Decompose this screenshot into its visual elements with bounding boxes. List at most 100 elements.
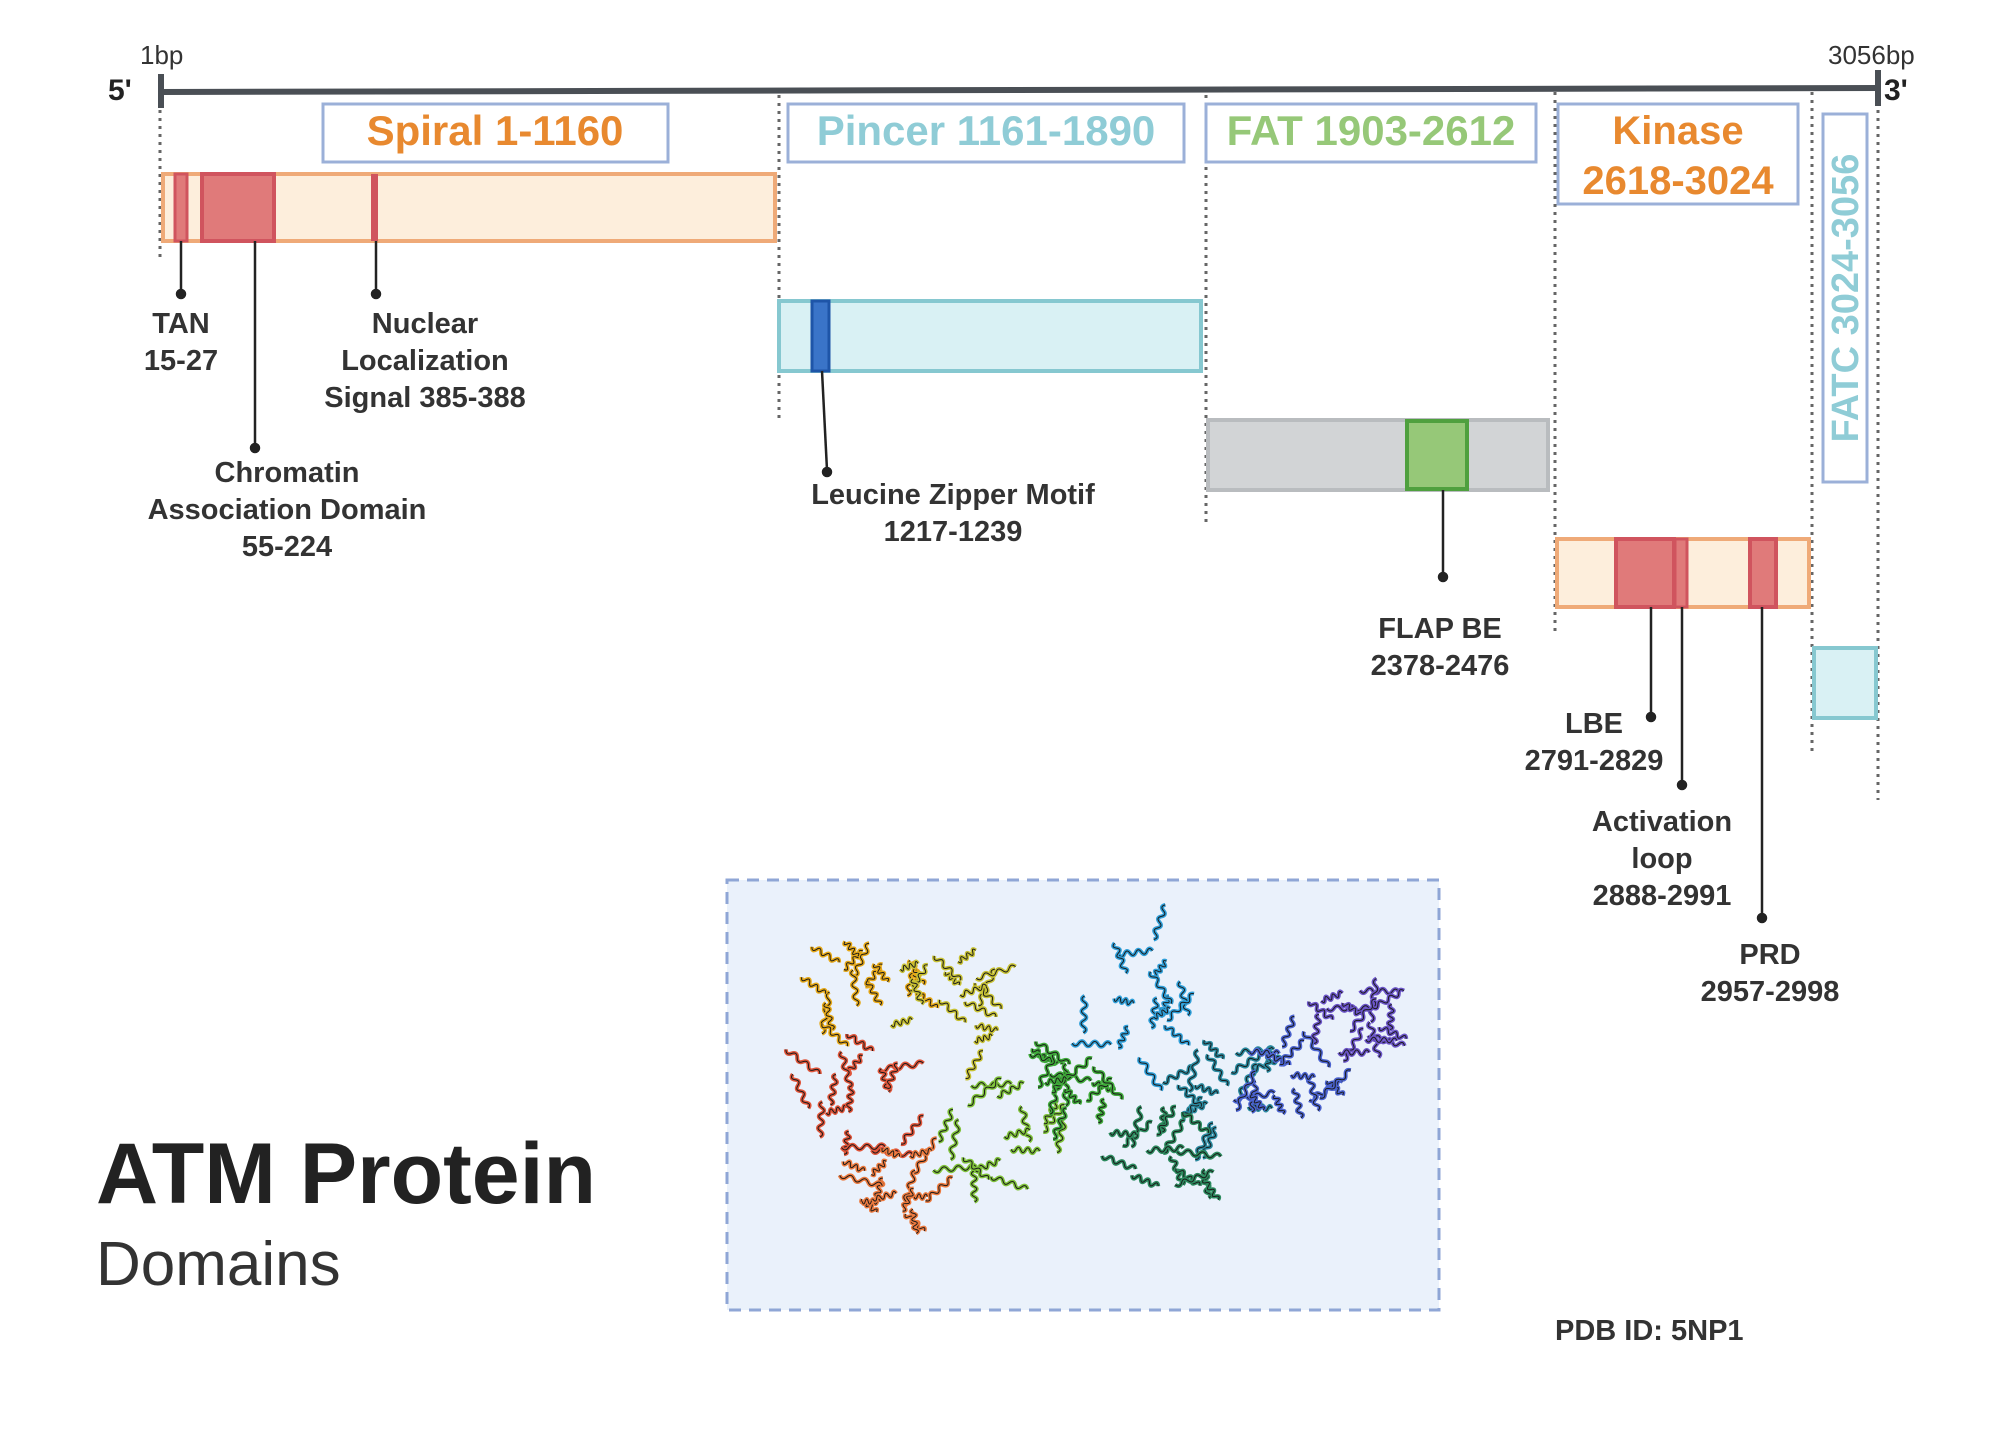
structure-helix (811, 946, 840, 963)
leader-dot (1437, 571, 1449, 583)
leucine-label-line-2: 1217-1239 (884, 516, 1023, 548)
structure-helix (1044, 1076, 1067, 1086)
structure-helix (1053, 1107, 1067, 1140)
structure-helix (1182, 1112, 1209, 1134)
structure-helix (1272, 1095, 1286, 1115)
title-block: ATM Protein Domains (96, 1126, 596, 1299)
structure-helix (957, 948, 977, 964)
fat-header-box (1204, 102, 1538, 164)
structure-helix (1149, 997, 1159, 1029)
structure-helix (823, 1002, 835, 1031)
chromatin-motif (200, 172, 276, 243)
structure-helix (910, 1208, 919, 1234)
structure-helix (887, 1062, 898, 1089)
prd-label-line-2: 2957-2998 (1701, 976, 1840, 1008)
structure-helix (890, 1017, 913, 1028)
structure-helix (1049, 1072, 1092, 1083)
spiral-header-box (321, 102, 670, 164)
structure-helix (925, 1176, 953, 1202)
structure-helix (900, 961, 919, 972)
structure-helix (933, 1164, 977, 1173)
chromatin-label-line-3: 55-224 (242, 531, 332, 563)
structure-helix (1365, 1036, 1398, 1044)
structure-helix (1307, 1077, 1321, 1111)
structure-helix (825, 1105, 847, 1116)
activation-label-line-3: 2888-2991 (1593, 880, 1732, 912)
structure-helix (1004, 1127, 1031, 1139)
sequence-axis: 5' 1bp 3056bp 3' (108, 40, 1915, 108)
leader-dot (370, 288, 382, 300)
structure-helix (865, 980, 883, 1006)
fat-bar (1206, 418, 1550, 492)
structure-helix (1146, 1145, 1184, 1154)
structure-helix (990, 1176, 1028, 1190)
structure-helix (1235, 1070, 1256, 1111)
structure-helix (1279, 1039, 1305, 1066)
page-subtitle: Domains (96, 1230, 341, 1299)
structure-helix (1131, 1175, 1159, 1187)
structure-helix (1387, 1004, 1395, 1031)
axis-start-label: 1bp (140, 40, 183, 70)
structure-helix (938, 999, 966, 1023)
structure-helix (1138, 1057, 1163, 1091)
structure-helix (962, 1157, 990, 1180)
kinase-header-box (1556, 102, 1800, 206)
structure-helix (881, 1147, 900, 1158)
structure-helix (1372, 989, 1405, 1010)
structure-helix (1176, 1149, 1222, 1159)
structure-helix (938, 1108, 953, 1143)
structure-helix (1162, 1065, 1194, 1084)
nls-label-line-3: Signal 385-388 (324, 382, 526, 414)
structure-helix (1153, 960, 1167, 978)
chromatin-label-line-2: Association Domain (148, 494, 427, 526)
leader-dot (1645, 711, 1657, 723)
structure-helix (902, 1188, 914, 1212)
structure-helix (843, 941, 860, 957)
lbe-label-line-2: 2791-2829 (1525, 745, 1664, 777)
structure-helix (949, 1119, 960, 1160)
structure-helix (975, 1023, 998, 1033)
structure-helix (1249, 1094, 1265, 1111)
structure-helix (1231, 1051, 1265, 1074)
structure-helix (1037, 1052, 1057, 1088)
three-prime-label: 3' (1884, 74, 1908, 107)
structure-helix (1043, 1104, 1065, 1133)
tan-motif (173, 172, 189, 243)
activation-label-line-1: Activation (1592, 806, 1732, 838)
structure-helix (1156, 1106, 1176, 1136)
motif-segments (173, 172, 1778, 609)
structure-helix (1174, 1170, 1214, 1187)
domain-headers: Spiral 1-1160 Pincer 1161-1890 FAT 1903-… (321, 102, 1869, 484)
structure-helix (1096, 1099, 1106, 1124)
domain-boundaries (158, 92, 1880, 800)
structure-helix (1302, 1031, 1330, 1068)
structure-helix (1338, 1049, 1370, 1056)
pdb-id-label: PDB ID: 5NP1 (1555, 1315, 1744, 1347)
flap-label-line-2: 2378-2476 (1371, 650, 1510, 682)
structure-helix (1342, 1002, 1363, 1016)
structure-helix (910, 978, 924, 1005)
structure-helix (974, 982, 1002, 1010)
structure-helix (933, 955, 962, 981)
structure-panel (725, 878, 1441, 1312)
structure-helix (828, 1073, 838, 1106)
structure-helix (821, 1023, 849, 1047)
structure-helix (1101, 1155, 1136, 1170)
leucine-label-line-1: Leucine Zipper Motif (811, 479, 1095, 511)
structure-helix (1130, 1106, 1142, 1148)
structure-helix (1292, 1088, 1304, 1119)
structure-helix (1112, 942, 1128, 974)
structure-helix (1319, 1069, 1351, 1099)
structure-helix (1029, 1053, 1063, 1065)
leucine-motif (810, 299, 831, 373)
structure-helix (1321, 990, 1343, 1003)
structure-helix (967, 1077, 1002, 1107)
activation-motif (1673, 537, 1689, 609)
structure-helix (846, 1034, 874, 1052)
tan-label-line-1: TAN (152, 308, 209, 340)
structure-helix (872, 1190, 897, 1202)
structure-helix (975, 964, 1016, 981)
nls-label-line-1: Nuclear (372, 308, 478, 340)
feature-labels: TAN 15-27 Nuclear Localization Signal 38… (144, 308, 1839, 1008)
structure-helix (1064, 1089, 1081, 1105)
